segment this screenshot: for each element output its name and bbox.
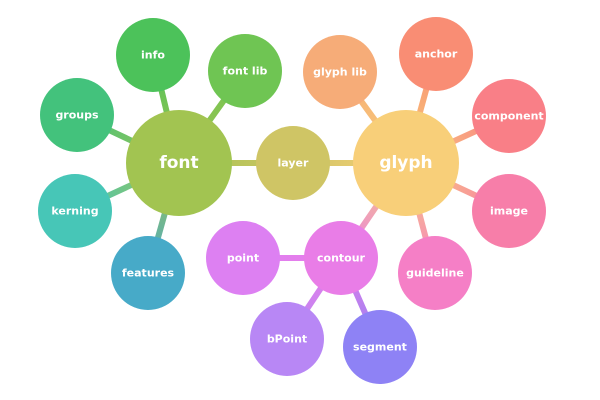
node-label-image: image bbox=[490, 205, 528, 218]
node-circle-point bbox=[206, 221, 280, 295]
node-fontlib: font lib bbox=[208, 34, 282, 108]
node-circle-bpoint bbox=[250, 302, 324, 376]
node-label-contour: contour bbox=[317, 252, 366, 265]
node-circle-fontlib bbox=[208, 34, 282, 108]
node-label-features: features bbox=[122, 267, 175, 280]
node-circle-kerning bbox=[38, 174, 112, 248]
node-circle-info bbox=[116, 18, 190, 92]
node-circle-guideline bbox=[398, 236, 472, 310]
node-guideline: guideline bbox=[398, 236, 472, 310]
node-label-bpoint: bPoint bbox=[267, 333, 307, 346]
node-label-glyph: glyph bbox=[379, 153, 432, 173]
node-label-font: font bbox=[159, 153, 198, 173]
node-image: image bbox=[472, 174, 546, 248]
node-label-groups: groups bbox=[55, 109, 99, 122]
node-label-anchor: anchor bbox=[415, 48, 458, 61]
node-circle-groups bbox=[40, 78, 114, 152]
node-circle-layer bbox=[256, 126, 330, 200]
node-segment: segment bbox=[343, 310, 417, 384]
node-circle-glyphlib bbox=[303, 35, 377, 109]
node-circle-anchor bbox=[399, 17, 473, 91]
node-contour: contour bbox=[304, 221, 378, 295]
node-label-segment: segment bbox=[353, 341, 407, 354]
node-label-glyphlib: glyph lib bbox=[313, 66, 367, 79]
node-glyphlib: glyph lib bbox=[303, 35, 377, 109]
node-label-guideline: guideline bbox=[406, 267, 464, 280]
node-label-layer: layer bbox=[278, 157, 309, 170]
node-layer: layer bbox=[256, 126, 330, 200]
node-label-fontlib: font lib bbox=[223, 65, 268, 78]
node-kerning: kerning bbox=[38, 174, 112, 248]
node-anchor: anchor bbox=[399, 17, 473, 91]
node-circle-segment bbox=[343, 310, 417, 384]
node-circle-component bbox=[472, 79, 546, 153]
node-label-info: info bbox=[141, 49, 165, 62]
node-point: point bbox=[206, 221, 280, 295]
node-groups: groups bbox=[40, 78, 114, 152]
node-circle-glyph bbox=[353, 110, 459, 216]
node-circle-features bbox=[111, 236, 185, 310]
node-circle-image bbox=[472, 174, 546, 248]
node-component: component bbox=[472, 79, 546, 153]
node-info: info bbox=[116, 18, 190, 92]
nodes-layer: font info font lib groups kerning features lay… bbox=[38, 17, 546, 384]
node-glyph: glyph bbox=[353, 110, 459, 216]
node-bpoint: bPoint bbox=[250, 302, 324, 376]
node-label-component: component bbox=[474, 110, 543, 123]
node-label-kerning: kerning bbox=[51, 205, 98, 218]
node-circle-contour bbox=[304, 221, 378, 295]
node-font: font bbox=[126, 110, 232, 216]
node-label-point: point bbox=[227, 252, 259, 265]
node-circle-font bbox=[126, 110, 232, 216]
node-features: features bbox=[111, 236, 185, 310]
